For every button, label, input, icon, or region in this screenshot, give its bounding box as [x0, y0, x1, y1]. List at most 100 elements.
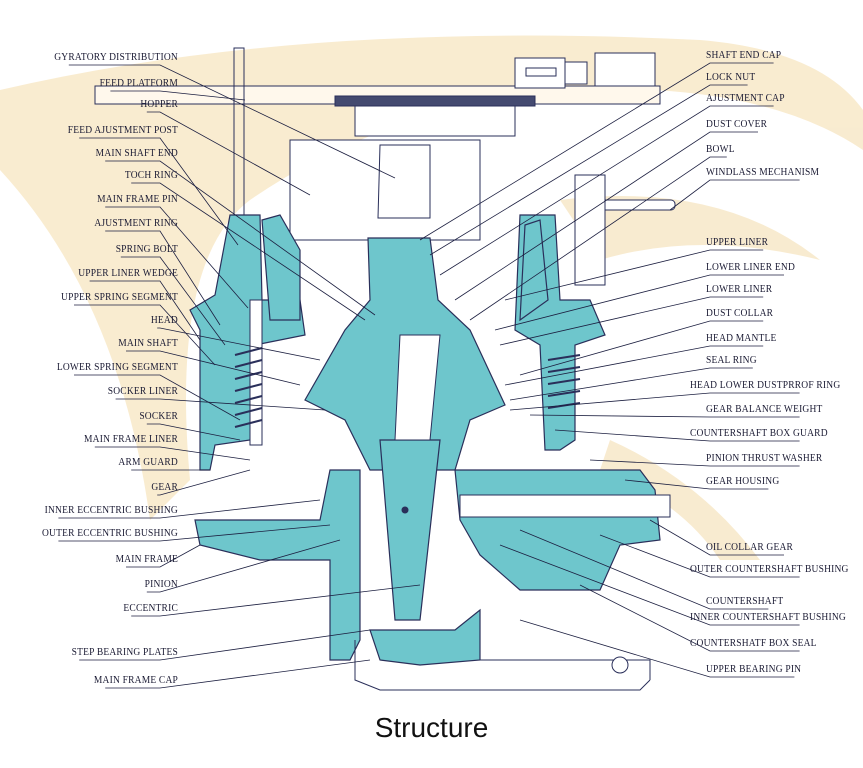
leader-line [554, 429, 800, 442]
leader-line [599, 534, 800, 578]
part-label: AJUSTMENT CAP [706, 93, 785, 105]
leader-line [58, 524, 331, 542]
part-label: LOWER LINER END [706, 262, 796, 274]
leader-lines-left [58, 64, 421, 689]
leader-line [79, 629, 371, 661]
part-label: UPPER LINER WEDGE [78, 268, 178, 280]
leader-line [58, 499, 321, 519]
part-label: MAIN FRAME CAP [93, 675, 178, 687]
leader-line [157, 469, 251, 496]
part-label: HEAD MANTLE [706, 333, 777, 345]
part-label: GEAR BALANCE WEIGHT [706, 404, 823, 416]
leader-line [509, 367, 753, 401]
drive-motor [514, 52, 656, 89]
part-label: MAIN FRAME PIN [97, 194, 178, 206]
leader-line [499, 544, 800, 626]
leader-line [120, 256, 226, 346]
part-label: ARM GUARD [118, 457, 178, 469]
leader-line [105, 659, 371, 689]
leader-line [105, 206, 249, 309]
springs [234, 347, 581, 428]
leader-line [529, 414, 800, 418]
part-label: ECCENTRIC [123, 603, 178, 615]
part-label: GEAR HOUSING [706, 476, 780, 488]
leader-line [146, 539, 341, 593]
part-label: UPPER BEARING PIN [706, 664, 802, 676]
leader-line [74, 374, 241, 421]
part-label: MAIN FRAME [115, 554, 178, 566]
windlass-rod [574, 174, 676, 286]
part-label: HEAD LOWER DUSTPRROF RING [690, 380, 841, 392]
leader-line [519, 529, 769, 610]
part-label: FEED PLATFORM [99, 78, 178, 90]
part-label: STEP BEARING PLATES [71, 647, 178, 659]
leader-line [126, 350, 301, 386]
leader-line [79, 137, 239, 246]
leader-line [494, 274, 784, 331]
part-label: HOPPER [140, 99, 178, 111]
leader-line [519, 619, 795, 678]
leader-line [589, 459, 800, 467]
part-label: DUST COLLAR [706, 308, 774, 320]
part-label: COUNTERSHAFT [706, 596, 784, 608]
part-label: BOWL [706, 144, 735, 156]
leader-line [439, 105, 774, 276]
part-label: PINION THRUST WASHER [706, 453, 823, 465]
part-label: GYRATORY DISTRIBUTION [54, 52, 178, 64]
part-label: OUTER ECCENTRIC BUSHING [41, 528, 178, 540]
part-label: MAIN SHAFT END [95, 148, 178, 160]
leader-line [624, 479, 769, 490]
part-label: SOCKER [139, 411, 178, 423]
leader-line [105, 160, 376, 316]
leader-line [105, 230, 221, 326]
part-label: PINION [144, 579, 178, 591]
leader-line [110, 90, 246, 101]
leader-line [669, 179, 800, 211]
leader-line [94, 446, 251, 461]
part-label: WINDLASS MECHANISM [706, 167, 820, 179]
leader-line [89, 280, 201, 341]
leader-line [131, 182, 366, 321]
part-label: COUNTERSHAFT BOX GUARD [690, 428, 828, 440]
part-label: MAIN SHAFT [118, 338, 178, 350]
leader-line [579, 584, 800, 652]
part-label: OUTER COUNTERSHAFT BUSHING [690, 564, 849, 576]
part-label: UPPER LINER [706, 237, 769, 249]
part-label: SPRING BOLT [115, 244, 178, 256]
part-label: LOWER SPRING SEGMENT [56, 362, 178, 374]
leader-line [146, 111, 311, 196]
leader-lines-right [419, 62, 800, 678]
part-label: LOWER LINER [706, 284, 773, 296]
part-label: SOCKER LINER [107, 386, 178, 398]
part-label: COUNTERSHATF BOX SEAL [690, 638, 817, 650]
main-frame-cap [354, 640, 651, 691]
leader-line [504, 345, 764, 386]
leader-line [74, 304, 216, 366]
part-label: AJUSTMENT RING [94, 218, 178, 230]
feed-platform [94, 47, 661, 254]
leader-line [115, 398, 326, 411]
part-label: MAIN FRAME LINER [84, 434, 178, 446]
part-label: SHAFT END CAP [706, 50, 782, 62]
part-label: DUST COVER [706, 119, 768, 131]
leader-line [68, 64, 396, 179]
leader-line [146, 423, 241, 441]
leader-line [469, 156, 727, 321]
part-label: LOCK NUT [706, 72, 756, 84]
part-label: SEAL RING [706, 355, 757, 367]
part-label: GEAR [151, 482, 178, 494]
leader-line [157, 327, 321, 361]
leader-line [454, 131, 758, 301]
part-label: TOCH RING [124, 170, 178, 182]
leader-line [504, 249, 764, 301]
leader-line [429, 84, 748, 256]
countershaft [249, 299, 671, 518]
leader-line [131, 584, 421, 617]
part-label: INNER ECCENTRIC BUSHING [44, 505, 178, 517]
part-label: INNER COUNTERSHAFT BUSHING [690, 612, 846, 624]
leader-line [509, 392, 800, 411]
leader-line [126, 544, 201, 568]
diagram-caption: Structure [374, 712, 489, 743]
part-label: OIL COLLAR GEAR [706, 542, 794, 554]
